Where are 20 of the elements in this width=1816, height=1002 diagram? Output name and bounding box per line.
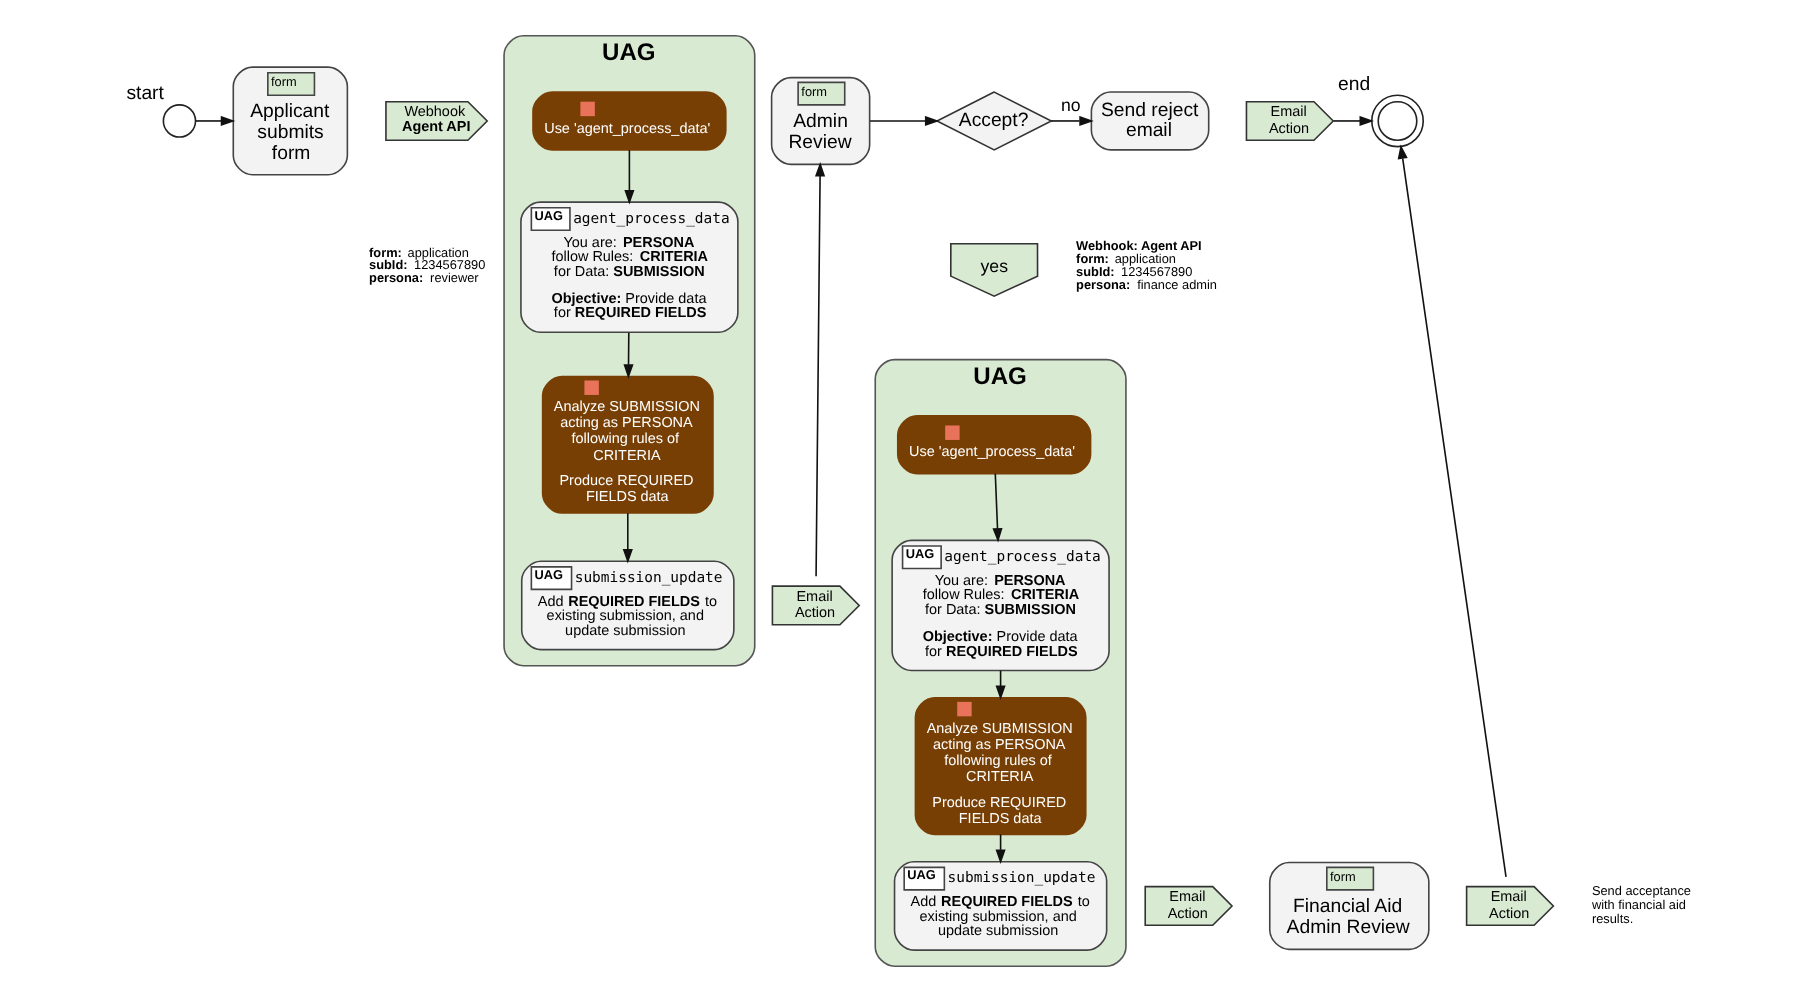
arrow: [194, 115, 235, 127]
edge-label: no: [1060, 95, 1080, 115]
arrow: [814, 162, 825, 578]
node-box: Use 'agent_process_data': [895, 415, 1091, 475]
node-box: Analyze SUBMISSION acting as PERSONA following rules of CRITERIA Produce REQUIRED FIELDS data: [540, 375, 713, 514]
arrow: [1049, 115, 1093, 127]
arrow: [623, 149, 634, 205]
node-box: Send reject email: [1089, 91, 1209, 151]
arrow: [621, 512, 632, 564]
node-circle: [161, 104, 196, 138]
arrow: [1396, 144, 1506, 878]
node-box: Use 'agent_process_data': [531, 91, 726, 151]
arrow: [622, 331, 633, 379]
node-diamond: Accept?: [934, 91, 1053, 151]
node-label: start: [125, 83, 163, 106]
node-circle: [1370, 94, 1424, 148]
arrow: [991, 473, 1002, 543]
arrow: [868, 115, 939, 127]
arrow: [1331, 115, 1373, 127]
node-label: end: [1337, 73, 1370, 96]
